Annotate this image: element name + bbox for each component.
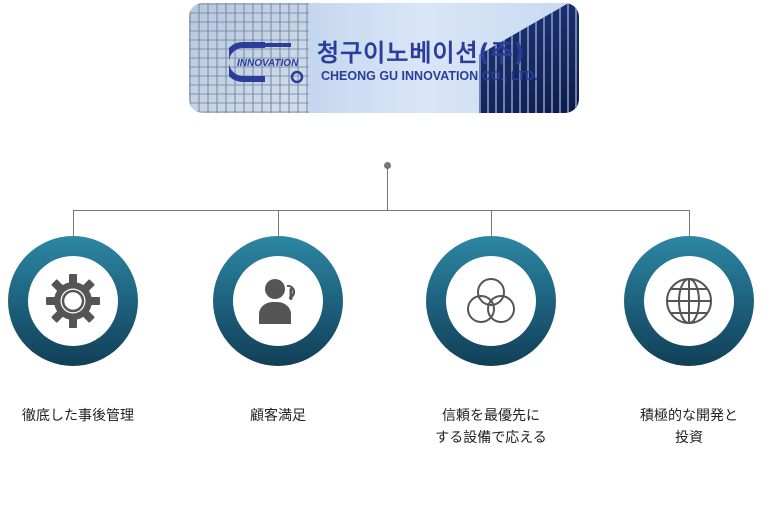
globe-icon — [666, 278, 712, 324]
connector-root-dot — [384, 162, 391, 169]
brand-name-english: CHEONG GU INNOVATION CO., LTD. — [321, 69, 538, 83]
node-label-line: 徹底した事後管理 — [22, 408, 134, 424]
company-logo-icon: INNOVATION — [229, 42, 304, 84]
node-after-service — [8, 236, 138, 366]
connector-branch-4 — [689, 210, 690, 237]
node-label-2: 顧客満足 — [193, 405, 363, 427]
node-icon-holder — [28, 256, 118, 346]
connector-branch-3 — [491, 210, 492, 237]
node-trust-equipment — [426, 236, 556, 366]
venn-circles-icon — [467, 278, 515, 323]
node-label-1: 徹底した事後管理 — [0, 405, 163, 427]
brand-name-korean: 청구이노베이션(주) — [317, 39, 526, 67]
node-icon-holder — [233, 256, 323, 346]
node-label-line: 投資 — [675, 430, 703, 446]
node-label-4: 積極的な開発と 投資 — [604, 405, 770, 449]
connector-branch-1 — [73, 210, 74, 237]
node-icon-holder — [644, 256, 734, 346]
node-label-line: 積極的な開発と — [640, 408, 738, 424]
node-label-line: する設備で応える — [435, 430, 547, 446]
building-grid-image — [189, 3, 309, 113]
connector-horizontal — [73, 210, 689, 211]
connector-branch-2 — [278, 210, 279, 237]
customer-headset-icon — [259, 279, 296, 324]
node-label-3: 信頼を最優先に する設備で応える — [406, 405, 576, 449]
node-label-line: 顧客満足 — [250, 408, 306, 424]
node-icon-holder — [446, 256, 536, 346]
logo-wordmark: INNOVATION — [237, 58, 299, 69]
node-customer-satisfaction — [213, 236, 343, 366]
connector-trunk — [387, 166, 388, 210]
gear-icon — [46, 274, 100, 328]
node-development-investment — [624, 236, 754, 366]
node-label-line: 信頼を最優先に — [442, 408, 540, 424]
company-banner: INNOVATION 청구이노베이션(주) CHEONG GU INNOVATI… — [189, 3, 579, 113]
